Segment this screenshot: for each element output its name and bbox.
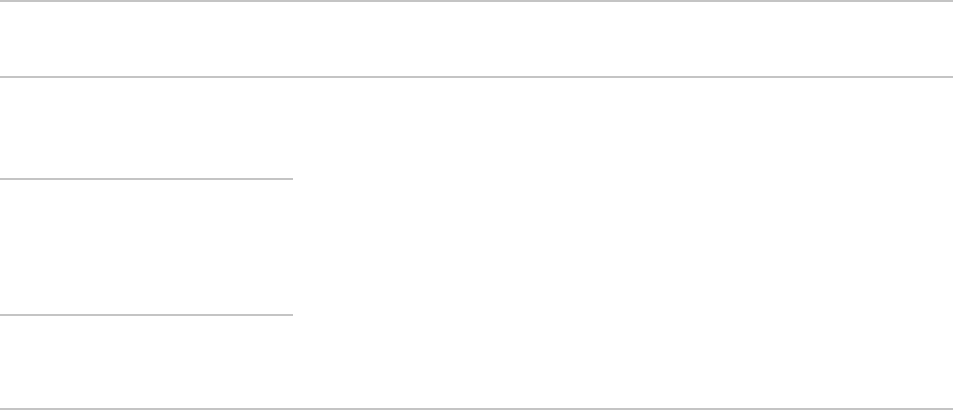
header-region [0,2,953,76]
top-divider [0,0,953,2]
left-panel-section [0,178,293,314]
left-section-bottom-divider [0,314,293,316]
left-section-top-divider [0,178,293,180]
header-bottom-divider [0,76,953,78]
bottom-divider [0,408,953,410]
